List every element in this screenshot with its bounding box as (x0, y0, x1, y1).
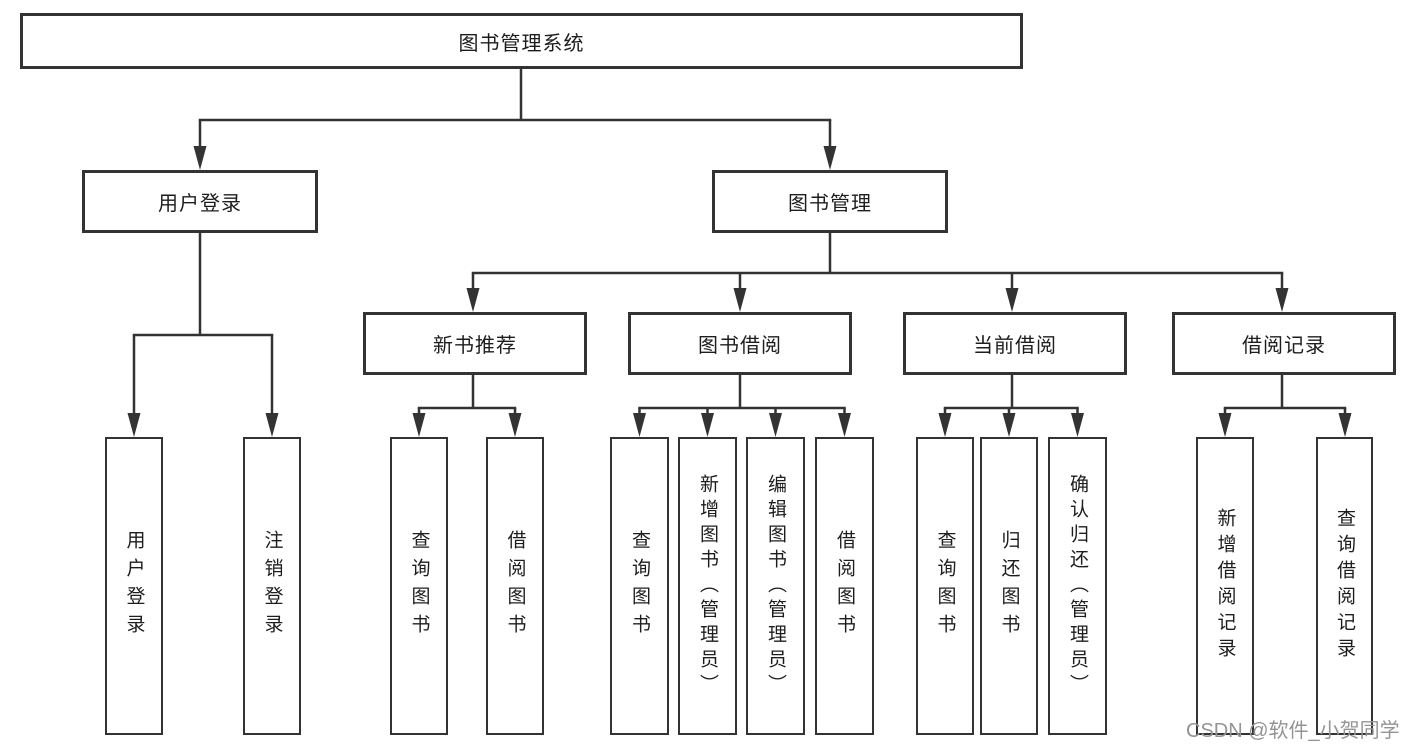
node-leaf-logout: 注销登录 (243, 437, 301, 735)
connector-borrow-records-group (1218, 375, 1352, 437)
node-leaf-add-record-label: 新增借阅记录 (1214, 508, 1236, 664)
node-leaf-return-book-label: 归还图书 (998, 530, 1020, 642)
node-leaf-newbooks-borrow: 借阅图书 (486, 437, 544, 735)
node-group-borrow-records-label: 借阅记录 (1242, 335, 1326, 357)
connector-root-to-level2 (193, 69, 837, 170)
node-root-label: 图书管理系统 (458, 32, 585, 55)
node-group-current-borrow-label: 当前借阅 (973, 335, 1057, 357)
node-group-new-books-label: 新书推荐 (433, 335, 517, 357)
node-leaf-borrow-query: 查询图书 (610, 437, 669, 735)
node-user-login-branch: 用户登录 (82, 170, 318, 233)
connector-current-borrow-group (938, 375, 1084, 437)
node-leaf-user-login-label: 用户登录 (123, 530, 145, 642)
node-leaf-query-record: 查询借阅记录 (1316, 437, 1373, 735)
node-leaf-user-login: 用户登录 (105, 437, 163, 735)
node-leaf-query-record-label: 查询借阅记录 (1334, 508, 1355, 664)
connector-book-mgmt-branch (466, 233, 1289, 312)
connector-user-login-branch (127, 233, 279, 437)
node-book-mgmt-branch: 图书管理 (712, 170, 948, 233)
node-leaf-borrow-add-admin: 新增图书（管理员） (678, 437, 737, 735)
node-leaf-return-book: 归还图书 (980, 437, 1038, 735)
node-leaf-newbooks-query: 查询图书 (390, 437, 448, 735)
node-leaf-borrow-book: 借阅图书 (815, 437, 874, 735)
connector-new-books-group (412, 375, 522, 437)
node-root: 图书管理系统 (20, 13, 1023, 69)
node-group-current-borrow: 当前借阅 (903, 312, 1127, 375)
node-leaf-borrow-edit-admin-label: 编辑图书（管理员） (765, 473, 786, 699)
node-leaf-borrow-edit-admin: 编辑图书（管理员） (746, 437, 805, 735)
node-leaf-current-query-label: 查询图书 (934, 530, 956, 642)
node-group-new-books: 新书推荐 (363, 312, 587, 375)
node-leaf-newbooks-query-label: 查询图书 (408, 530, 430, 642)
node-leaf-confirm-return-admin-label: 确认归还（管理员） (1067, 473, 1088, 699)
node-leaf-current-query: 查询图书 (916, 437, 974, 735)
node-leaf-newbooks-borrow-label: 借阅图书 (504, 530, 526, 642)
node-leaf-logout-label: 注销登录 (261, 530, 283, 642)
node-leaf-borrow-query-label: 查询图书 (629, 530, 650, 642)
connector-book-borrow-group (633, 375, 851, 437)
node-book-mgmt-branch-label: 图书管理 (788, 193, 872, 215)
node-leaf-borrow-add-admin-label: 新增图书（管理员） (697, 473, 718, 699)
node-user-login-branch-label: 用户登录 (158, 193, 242, 215)
csdn-watermark: CSDN @软件_小贺同学 (1186, 720, 1400, 742)
node-leaf-borrow-book-label: 借阅图书 (834, 530, 855, 642)
node-leaf-confirm-return-admin: 确认归还（管理员） (1048, 437, 1107, 735)
node-group-borrow-records: 借阅记录 (1172, 312, 1396, 375)
node-group-book-borrow-label: 图书借阅 (698, 335, 782, 357)
node-group-book-borrow: 图书借阅 (628, 312, 852, 375)
node-leaf-add-record: 新增借阅记录 (1196, 437, 1254, 735)
